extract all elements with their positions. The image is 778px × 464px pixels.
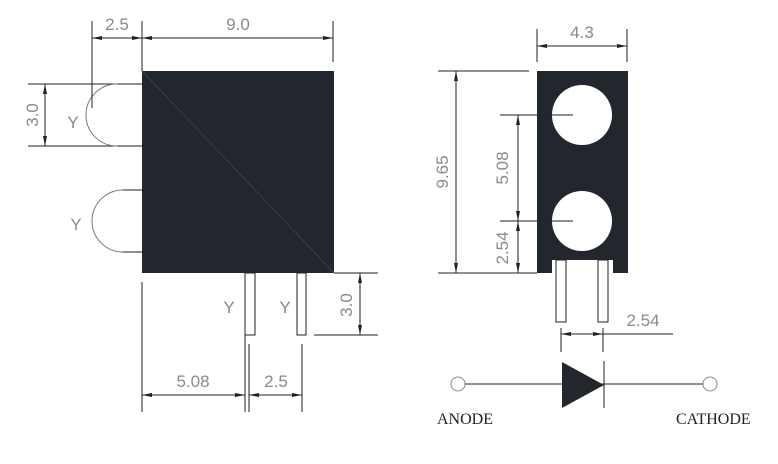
led-upper [28, 83, 142, 147]
dim-led-height: 3.0 [23, 103, 42, 127]
pin-left [244, 272, 256, 336]
anode-terminal [450, 376, 466, 392]
led-label: Y [67, 113, 78, 132]
front-pin-left [555, 259, 567, 323]
dim-led-spacing: 5.08 [493, 151, 512, 184]
pin-right [296, 272, 307, 336]
cathode-terminal [702, 376, 718, 392]
side-view: 2.5 9.0 3.0 Y Y Y Y 3.0 5.08 2.5 [23, 15, 378, 412]
front-view: 4.3 9.65 5.08 2.54 2.54 [433, 23, 673, 352]
dim-front-width: 4.3 [570, 23, 594, 42]
dim-pin-offset: 5.08 [176, 372, 209, 391]
dim-front-height: 9.65 [433, 155, 452, 188]
dim-pin-spacing: 2.5 [264, 372, 288, 391]
dim-body-width: 9.0 [226, 15, 250, 34]
pin-label: Y [223, 298, 234, 317]
dim-pin-length: 3.0 [337, 293, 356, 317]
led-window-upper [552, 85, 612, 145]
led-label: Y [70, 215, 81, 234]
front-pin-right [597, 259, 609, 323]
dim-pin-pitch: 2.54 [626, 311, 659, 330]
diode-triangle-icon [562, 362, 604, 408]
dim-led-offset: 2.54 [493, 231, 512, 264]
led-lower [91, 189, 142, 253]
dim-led-protrusion: 2.5 [105, 15, 129, 34]
led-window-lower [552, 191, 612, 251]
anode-label: ANODE [437, 411, 493, 428]
cathode-label: CATHODE [676, 411, 751, 428]
diode-schematic: ANODE CATHODE [437, 361, 751, 428]
pin-label: Y [279, 298, 290, 317]
